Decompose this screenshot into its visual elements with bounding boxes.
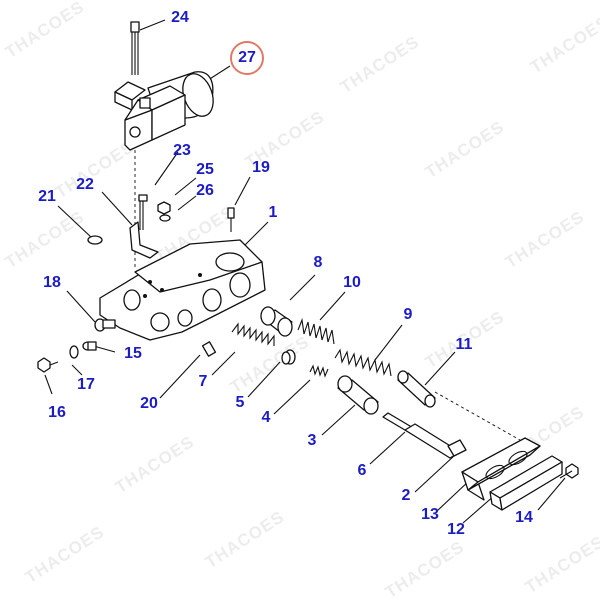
part-1-valve-body (99, 239, 266, 341)
highlight-circle (230, 41, 264, 75)
part-8-sleeve (260, 306, 293, 337)
part-16-bolt (37, 357, 59, 373)
part-11-plunger (397, 370, 436, 408)
callout-14: 14 (515, 509, 533, 526)
callout-1: 1 (268, 204, 278, 221)
part-13-gasket (461, 437, 541, 501)
callout-19: 19 (252, 159, 270, 176)
part-14-bolt (559, 463, 579, 479)
callout-2: 2 (401, 487, 411, 504)
callout-18: 18 (43, 274, 61, 291)
callout-9: 9 (403, 306, 413, 323)
callout-5: 5 (235, 394, 245, 411)
callout-25: 25 (196, 161, 214, 178)
part-24-long-bolt (130, 21, 140, 75)
callout-16: 16 (48, 404, 66, 421)
part-12-cover (489, 455, 563, 511)
part-10-spring (297, 317, 335, 345)
callout-15: 15 (124, 345, 142, 362)
part-20-pin (201, 341, 217, 357)
part-4-spring (309, 364, 329, 378)
part-3-piston (337, 375, 379, 415)
part-23-bolt (138, 194, 148, 230)
part-15-plug (82, 341, 97, 351)
part-9-spring (334, 348, 392, 377)
callout-7: 7 (198, 373, 208, 390)
callout-6: 6 (357, 462, 367, 479)
part-21-plug (87, 235, 103, 245)
part-5-retainer (281, 349, 296, 365)
assembly-guide-line (434, 391, 521, 441)
part-19-pin (227, 207, 235, 232)
callout-23: 23 (173, 142, 191, 159)
callout-11: 11 (455, 336, 473, 353)
callout-12: 12 (447, 521, 465, 538)
callout-8: 8 (313, 254, 323, 271)
callout-3: 3 (307, 432, 317, 449)
part-22-bracket (129, 221, 159, 259)
part-2-spool (404, 423, 467, 459)
callout-17: 17 (77, 376, 95, 393)
callout-26: 26 (196, 182, 214, 199)
part-25-nut (157, 201, 171, 215)
leader-lines (44, 19, 566, 524)
callout-24: 24 (171, 9, 189, 26)
part-17-o-ring (69, 345, 79, 359)
callout-13: 13 (421, 506, 439, 523)
callout-4: 4 (261, 409, 271, 426)
callout-20: 20 (140, 395, 158, 412)
callout-22: 22 (76, 176, 94, 193)
part-26-washer (159, 214, 171, 222)
callout-21: 21 (38, 188, 56, 205)
part-7-spring (231, 322, 275, 346)
part-18-plug-bolt (94, 318, 116, 332)
callout-10: 10 (343, 274, 361, 291)
part-27-solenoid-valve (114, 71, 214, 151)
callout-27: 27 (238, 49, 256, 66)
